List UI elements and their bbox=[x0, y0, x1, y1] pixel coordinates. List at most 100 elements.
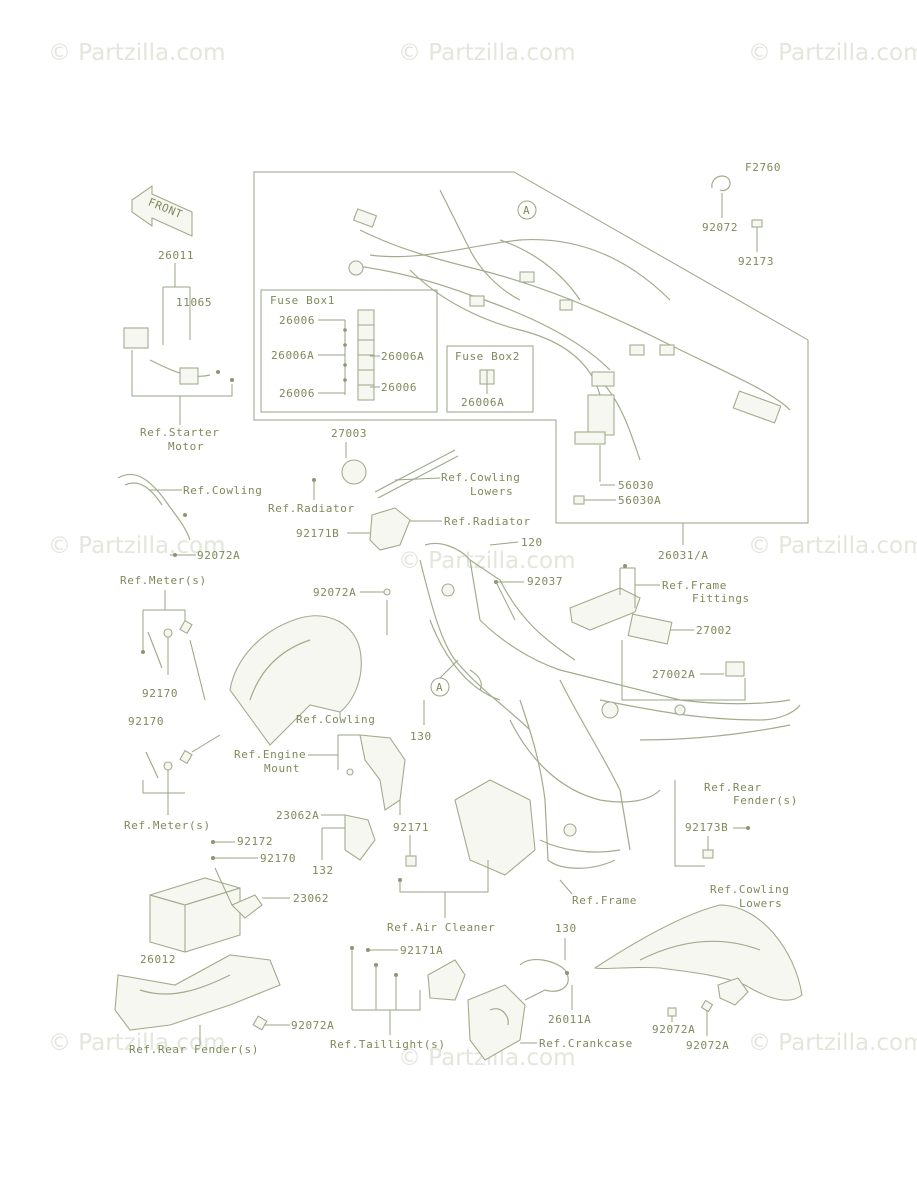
part-132: 132 bbox=[312, 864, 334, 877]
speed-sensor-lead-icon bbox=[519, 958, 569, 1001]
fuse-box-1-title: Fuse Box1 bbox=[270, 294, 335, 307]
part-27002: 27002 bbox=[696, 624, 732, 637]
clamp-icon bbox=[711, 175, 731, 192]
fuse-box-1-label-3: 26006A bbox=[381, 350, 424, 363]
fuse-box-1-frame bbox=[260, 289, 438, 413]
fuse-box-1-label-4: 26006 bbox=[381, 381, 417, 394]
watermark-1: © Partzilla.com bbox=[48, 40, 226, 66]
fuse-box-1-label-5: 26006 bbox=[279, 387, 315, 400]
callout-a-circle-top bbox=[517, 200, 537, 220]
fuse-box-2-label: 26006A bbox=[461, 396, 504, 409]
engine-mount-bracket-icon bbox=[359, 734, 406, 811]
watermark-9: © Partzilla.com bbox=[748, 1030, 917, 1056]
ref-starter-motor-2: Motor bbox=[168, 440, 204, 453]
part-92072a-mid: 92072A bbox=[313, 586, 356, 599]
taillight-bracket-icon bbox=[427, 959, 466, 1001]
ref-cowling-lowers-top-1: Ref.Cowling bbox=[441, 471, 520, 484]
part-92072a-bottom-left: 92072A bbox=[291, 1019, 334, 1032]
fuse-box-2-title: Fuse Box2 bbox=[455, 350, 520, 363]
part-92170-c: 92170 bbox=[260, 852, 296, 865]
air-cleaner-icon bbox=[454, 779, 536, 876]
ref-rear-fender-bottom: Ref.Rear Fender(s) bbox=[129, 1043, 259, 1056]
ref-rear-fender-top-2: Fender(s) bbox=[733, 794, 798, 807]
cowling-stay-icon bbox=[117, 473, 191, 541]
part-92170-a: 92170 bbox=[142, 687, 178, 700]
part-26011: 26011 bbox=[158, 249, 194, 262]
ref-radiator-right: Ref.Radiator bbox=[444, 515, 531, 528]
callout-a-bottom: A bbox=[436, 681, 443, 694]
part-92171: 92171 bbox=[393, 821, 429, 834]
ref-engine-mount-1: Ref.Engine bbox=[234, 748, 306, 761]
watermark-5: © Partzilla.com bbox=[398, 548, 576, 574]
ref-meter-bottom: Ref.Meter(s) bbox=[124, 819, 211, 832]
bracket-23062a-icon bbox=[344, 814, 376, 861]
bracket-icon bbox=[369, 507, 411, 551]
part-92171a: 92171A bbox=[400, 944, 443, 957]
harness-group-outline bbox=[253, 171, 809, 524]
part-56030: 56030 bbox=[618, 479, 654, 492]
clip-icon bbox=[751, 219, 763, 228]
ref-radiator-left: Ref.Radiator bbox=[268, 502, 355, 515]
relay-icon bbox=[725, 661, 745, 677]
fuse-box-1: Fuse Box1 26006 26006A 26006A 26006 2600… bbox=[260, 289, 438, 413]
starter-relay-icon bbox=[123, 327, 149, 349]
part-92170-b: 92170 bbox=[128, 715, 164, 728]
crankcase-cover-icon bbox=[467, 984, 526, 1061]
ref-engine-mount-2: Mount bbox=[264, 762, 300, 775]
fuse-box-2-frame bbox=[446, 345, 534, 413]
part-92172: 92172 bbox=[237, 835, 273, 848]
part-92072a-left: 92072A bbox=[197, 549, 240, 562]
inner-cowling-icon bbox=[229, 615, 362, 746]
fuse-box-2: Fuse Box2 26006A bbox=[446, 345, 534, 413]
part-130-mid: 130 bbox=[410, 730, 432, 743]
part-23062: 23062 bbox=[293, 892, 329, 905]
ref-cowling-lowers-bottom-2: Lowers bbox=[739, 897, 782, 910]
ecu-icon bbox=[627, 613, 673, 645]
horn-icon bbox=[341, 459, 367, 485]
part-23062a: 23062A bbox=[276, 809, 319, 822]
part-92171b: 92171B bbox=[296, 527, 339, 540]
ref-meter-top: Ref.Meter(s) bbox=[120, 574, 207, 587]
ref-cowling-lowers-bottom-1: Ref.Cowling bbox=[710, 883, 789, 896]
watermark-3: © Partzilla.com bbox=[748, 40, 917, 66]
ref-frame-fittings-1: Ref.Frame bbox=[662, 579, 727, 592]
watermark-6: © Partzilla.com bbox=[748, 533, 917, 559]
part-56030a: 56030A bbox=[618, 494, 661, 507]
ref-air-cleaner: Ref.Air Cleaner bbox=[387, 921, 495, 934]
lower-cowling-icon bbox=[593, 904, 803, 1001]
part-92072a-br2: 92072A bbox=[686, 1039, 729, 1052]
ref-cowling-mid: Ref.Cowling bbox=[296, 713, 375, 726]
fuse-box-1-label-2: 26006A bbox=[271, 349, 314, 362]
part-92072a-br1: 92072A bbox=[652, 1023, 695, 1036]
wiring-harness-icon bbox=[348, 189, 791, 461]
battery-strap-icon bbox=[231, 894, 263, 919]
part-92173b: 92173B bbox=[685, 821, 728, 834]
ref-rear-fender-top-1: Ref.Rear bbox=[704, 781, 762, 794]
fuse-box-1-label-1: 26006 bbox=[279, 314, 315, 327]
rear-fender-icon bbox=[114, 954, 281, 1031]
ref-frame-fittings-2: Fittings bbox=[692, 592, 750, 605]
battery-icon bbox=[149, 877, 241, 953]
watermarks: © Partzilla.com © Partzilla.com © Partzi… bbox=[48, 40, 917, 1071]
ref-starter-motor-1: Ref.Starter bbox=[140, 426, 219, 439]
part-120: 120 bbox=[521, 536, 543, 549]
ref-taillight: Ref.Taillight(s) bbox=[330, 1038, 446, 1051]
part-27002a: 27002A bbox=[652, 668, 695, 681]
part-92072: 92072 bbox=[702, 221, 738, 234]
part-92037: 92037 bbox=[527, 575, 563, 588]
watermark-2: © Partzilla.com bbox=[398, 40, 576, 66]
ecu-bracket-icon bbox=[569, 587, 641, 631]
front-arrow-icon: FRONT bbox=[131, 184, 193, 237]
watermark-7: © Partzilla.com bbox=[48, 1030, 226, 1056]
part-26031-a: 26031/A bbox=[658, 549, 709, 562]
figure-code: F2760 bbox=[745, 161, 781, 174]
part-26012: 26012 bbox=[140, 953, 176, 966]
part-11065: 11065 bbox=[176, 296, 212, 309]
ref-frame: Ref.Frame bbox=[572, 894, 637, 907]
part-92173: 92173 bbox=[738, 255, 774, 268]
part-26011a: 26011A bbox=[548, 1013, 591, 1026]
part-130-bottom: 130 bbox=[555, 922, 577, 935]
frame-icon bbox=[419, 542, 801, 869]
callout-a-top: A bbox=[523, 204, 530, 217]
